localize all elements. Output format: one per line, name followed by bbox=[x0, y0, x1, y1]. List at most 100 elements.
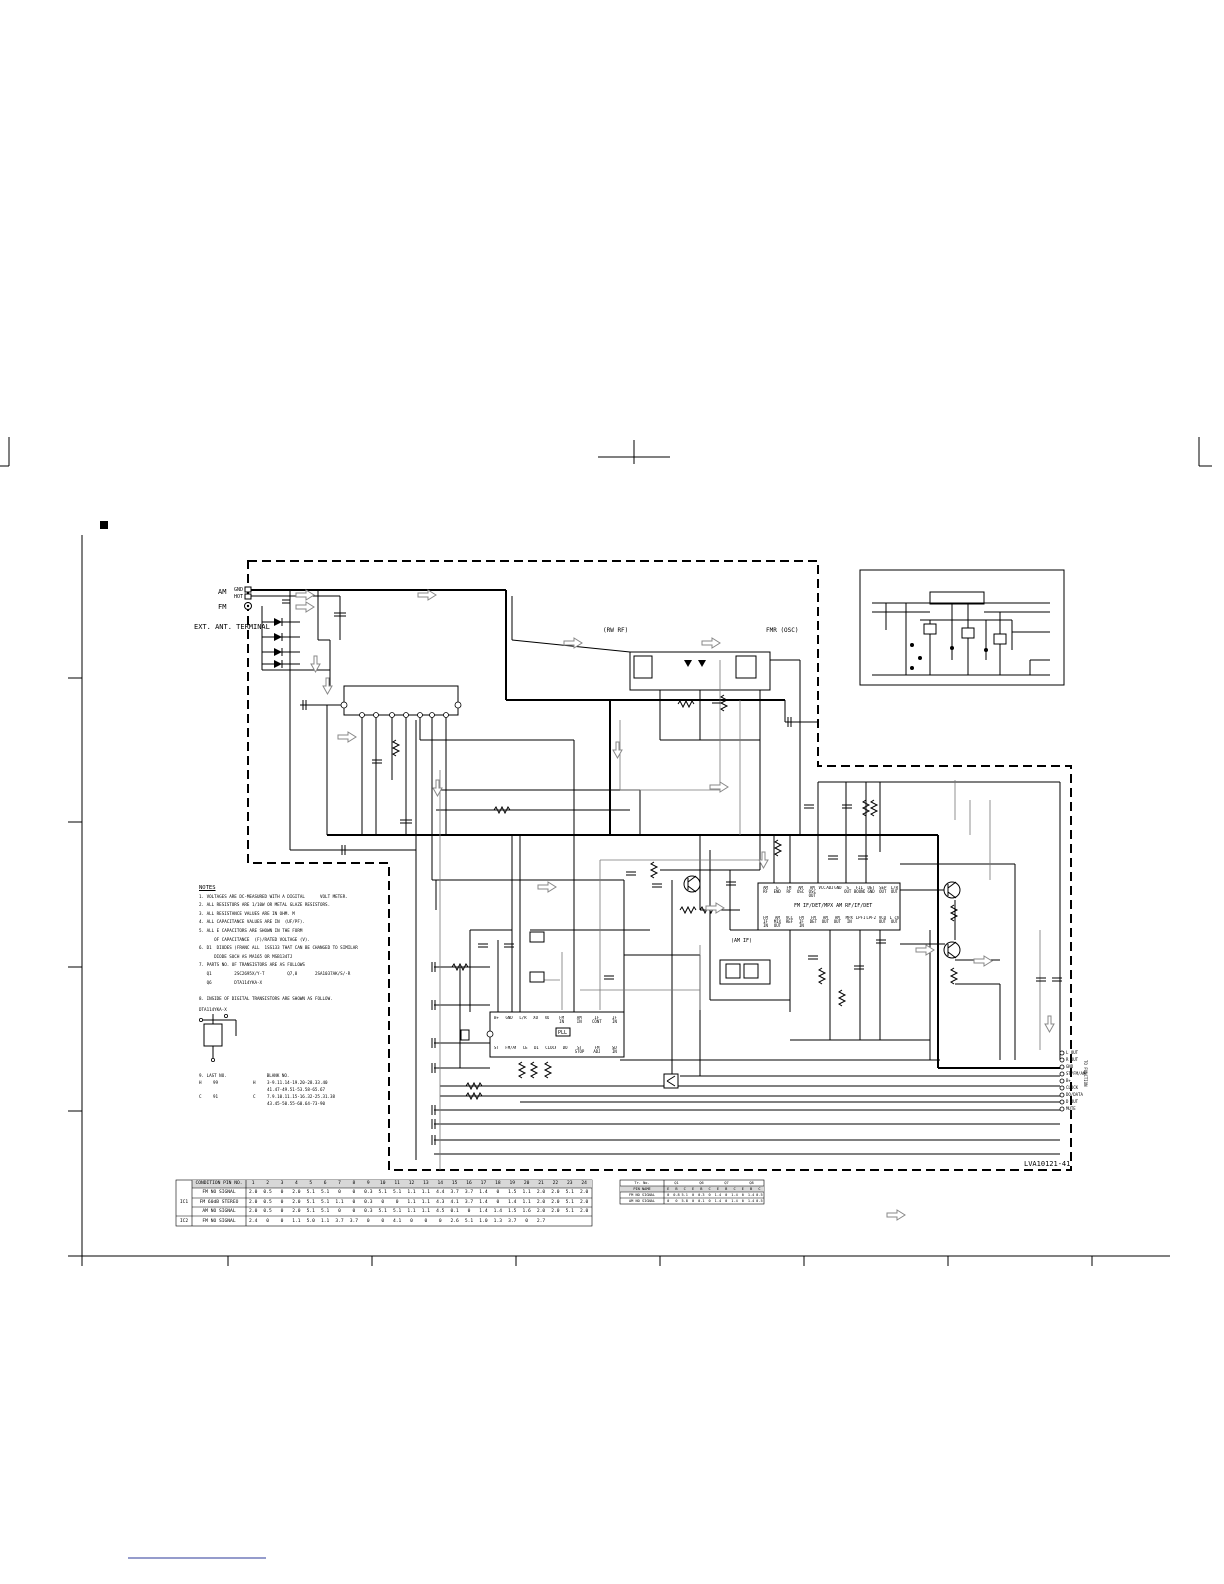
connector-pin-label: GND bbox=[1066, 1064, 1074, 1069]
table-cell: 5.1 bbox=[306, 1190, 315, 1195]
rf-block-label: (RW RF) bbox=[603, 627, 629, 634]
section-bullet bbox=[100, 521, 108, 529]
table-cell: 0 bbox=[725, 1199, 728, 1203]
ic-pll[interactable]: PLL bbox=[486, 1011, 625, 1058]
table-cell: 0 bbox=[381, 1218, 385, 1224]
table-cell: 1.1 bbox=[522, 1190, 531, 1195]
note-line: 2. ALL RESISTORS ARE 1/10W OR METAL GLAZ… bbox=[199, 902, 331, 908]
ic-pin-label: AM MIX OUT bbox=[773, 916, 782, 928]
note-line: 6. D1 DIODES (FRANC ALL 1SS133 THAT CAN … bbox=[199, 945, 358, 951]
table-cell: 2.6 bbox=[450, 1218, 459, 1224]
table-cell: 0 bbox=[467, 1209, 471, 1214]
ic-pin-label: VCO OUT bbox=[878, 916, 887, 924]
table-header-cell: 22 bbox=[552, 1181, 559, 1186]
ic-pin-label: XO bbox=[533, 1016, 538, 1020]
table-cell: FM NO SIGNAL bbox=[629, 1193, 655, 1197]
table-header-cell: CONDITION PIN NO. bbox=[195, 1181, 243, 1186]
table-cell: 1.5 bbox=[508, 1190, 517, 1195]
capacitors bbox=[282, 599, 1062, 1145]
table-cell: 0 bbox=[410, 1218, 413, 1224]
ic-pin-label: AM IN bbox=[576, 1016, 582, 1024]
table-cell: 1.4 bbox=[714, 1193, 722, 1197]
table-cell: 3.7 bbox=[464, 1190, 474, 1195]
table-header-cell: 21 bbox=[538, 1181, 544, 1186]
table-header-cell: 17 bbox=[480, 1181, 487, 1186]
ic-pin-label: XO bbox=[544, 1016, 550, 1020]
table-header-cell: 13 bbox=[423, 1181, 429, 1186]
ic-pin-label: FM IF IN bbox=[798, 916, 804, 928]
connector-pin-label: ST/FM/AM bbox=[1066, 1071, 1086, 1076]
transistors bbox=[663, 875, 961, 1089]
note-9-cell: H bbox=[199, 1080, 202, 1085]
table-cell: 5.1 bbox=[464, 1218, 474, 1224]
table-cell: 0.1 bbox=[450, 1209, 459, 1214]
table-cell: 1.1 bbox=[320, 1218, 330, 1224]
note-9-header: 9. LAST NO.BLANK NO. bbox=[199, 1072, 387, 1079]
table-cell: 0 bbox=[525, 1218, 528, 1224]
table-cell: FM NO SIGNAL bbox=[202, 1218, 236, 1224]
resistors bbox=[391, 694, 959, 1101]
table-cell: 2.0 bbox=[249, 1209, 258, 1214]
connector-pin-label: R OUT bbox=[1066, 1057, 1079, 1062]
ic-pin-label: MPX IN bbox=[845, 916, 853, 924]
table-cell: 3.7 bbox=[335, 1218, 344, 1224]
inset-schematic bbox=[859, 569, 1065, 686]
table-header-cell: 24 bbox=[581, 1181, 587, 1186]
note-9-cell: C bbox=[199, 1094, 202, 1099]
ic-fm-if-det-mpx[interactable]: FM IF/DET/MPX AM RF/IF/DET (AM IF) bbox=[731, 882, 901, 944]
table-cell: 0.5 bbox=[263, 1190, 272, 1195]
ic-pin-label: L ch OUT bbox=[889, 916, 900, 924]
note-line: OF CAPACITANCE (F)/RATED VOLTAGE (V). bbox=[199, 936, 310, 942]
table-cell: 5.1 bbox=[565, 1209, 574, 1214]
table-cell: 2.0 bbox=[249, 1199, 258, 1205]
table-cell: 2.0 bbox=[536, 1190, 546, 1195]
table-header-cell: 18 bbox=[495, 1181, 501, 1186]
ic-pin-label: FM ADJ bbox=[593, 1046, 601, 1054]
osc-block-label: FMR (OSC) bbox=[766, 627, 799, 634]
table-cell: 1.4 bbox=[731, 1199, 738, 1203]
table-cell: 0 bbox=[725, 1193, 728, 1197]
table-cell: 0.5 bbox=[756, 1193, 763, 1197]
note-9-cell: 3-9.11.14-19.20-28.33.40 bbox=[267, 1080, 328, 1085]
table-cell: 0 bbox=[338, 1209, 341, 1214]
table-cell: 0 bbox=[352, 1190, 356, 1195]
table-cell: 1.1 bbox=[292, 1218, 301, 1224]
table-cell: 2.0 bbox=[551, 1209, 560, 1214]
signal-path-legend-arrow bbox=[886, 1209, 906, 1221]
table-cell: 5.1 bbox=[392, 1209, 402, 1214]
table-cell: 1.0 bbox=[479, 1218, 488, 1224]
table-cell: 3.7 bbox=[508, 1218, 517, 1224]
table-header-cell: B bbox=[750, 1187, 753, 1191]
table-cell: 2.0 bbox=[580, 1190, 589, 1195]
front-end-ic[interactable] bbox=[340, 685, 462, 718]
wiring bbox=[251, 589, 1061, 1170]
table-header-cell: 15 bbox=[451, 1181, 458, 1186]
front-end-diodes bbox=[274, 618, 706, 668]
table-header-cell: C bbox=[708, 1187, 711, 1191]
table-cell: 5.1 bbox=[320, 1209, 330, 1214]
table-cell: 0 bbox=[352, 1199, 356, 1205]
table-cell: 0 bbox=[381, 1199, 385, 1205]
table-cell: 1.1 bbox=[335, 1199, 344, 1205]
table-cell: 1.4 bbox=[508, 1199, 517, 1205]
ic-pin-label: VCC bbox=[818, 886, 826, 890]
table-cell: 1.4 bbox=[479, 1199, 488, 1205]
table-cell: 2.0 bbox=[536, 1209, 546, 1214]
table-header-cell: 9 bbox=[366, 1181, 370, 1186]
table-cell: 1.1 bbox=[522, 1199, 531, 1205]
ic-pin-label: AM RF bbox=[763, 886, 768, 894]
connector-pin-label: L OUT bbox=[1066, 1050, 1079, 1055]
note-9-cell: 99 bbox=[213, 1080, 219, 1085]
table-cell: 2.0 bbox=[551, 1199, 560, 1205]
ic-pin-label: DET GND bbox=[867, 886, 875, 894]
ic-pin-label: ST bbox=[494, 1046, 499, 1050]
transistor-q6-icon bbox=[663, 1073, 679, 1089]
output-connector bbox=[1059, 1050, 1065, 1112]
table-cell: 0 bbox=[496, 1199, 500, 1205]
